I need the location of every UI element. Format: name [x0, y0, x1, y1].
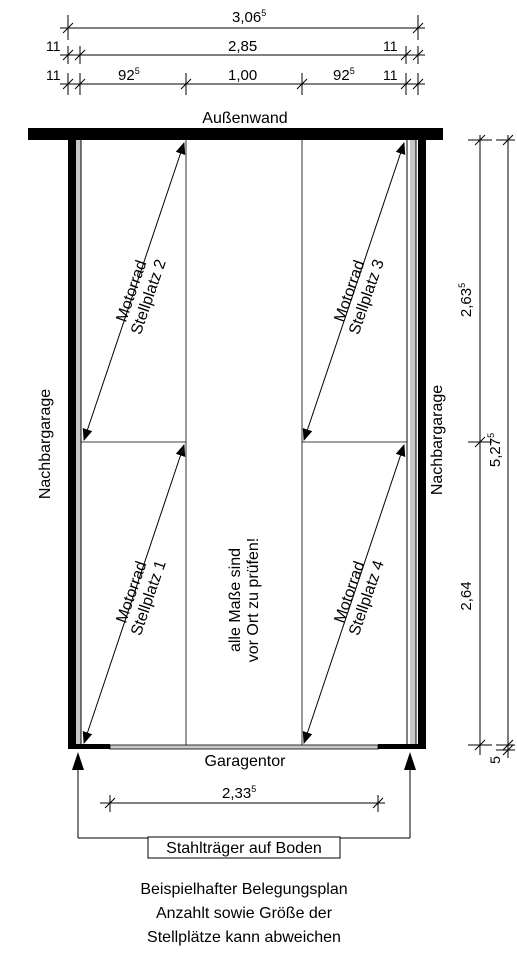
left-wall: [68, 140, 82, 748]
label-garage-gate: Garagentor: [205, 753, 287, 770]
dim-aisle: 1,00: [228, 67, 257, 84]
space-4-arrow: [302, 444, 406, 744]
dim-beam-span: 2,335: [222, 784, 256, 802]
space-label-3: Motorrad Stellplatz 3: [332, 257, 388, 337]
dim-bay-right: 925: [333, 66, 355, 84]
steel-beam: [77, 770, 411, 839]
dim-inner-width: 2,85: [228, 38, 257, 55]
space-label-2: Motorrad Stellplatz 2: [114, 257, 170, 337]
dim-length-lower: 2,64: [458, 581, 475, 610]
dim-wall-right: 11: [383, 38, 398, 54]
dim-gate-offset: 5: [487, 756, 503, 764]
notice-measurements: alle Maße sind vor Ort zu prüfen!: [227, 538, 262, 663]
right-dimension-chains: [468, 134, 515, 758]
right-wall: [406, 140, 426, 748]
dim-length-total: 5,275: [486, 433, 504, 467]
dim-length-upper: 2,635: [457, 283, 475, 317]
caption-line-1: Beispielhafter Belegungsplan: [140, 881, 347, 898]
dim-bay-left: 925: [118, 66, 140, 84]
garage-gate: [68, 744, 426, 750]
label-steel-beam: Stahlträger auf Boden: [166, 840, 322, 857]
space-3-arrow: [302, 142, 406, 441]
beam-label-box: [147, 836, 341, 859]
interior-lines: [81, 140, 407, 745]
caption-line-2: Anzahlt sowie Größe der: [156, 905, 333, 922]
label-neighbor-left: Nachbargarage: [37, 389, 54, 499]
svg-text:alle Maße sind: alle Maße sind: [227, 548, 244, 652]
label-neighbor-right: Nachbargarage: [429, 385, 446, 495]
space-label-4: Motorrad Stellplatz 4: [332, 558, 388, 638]
dim-overall-width: 3,065: [232, 8, 266, 26]
space-1-arrow: [82, 444, 186, 744]
space-arrows: [82, 142, 406, 744]
top-dimension-chains: [60, 15, 425, 95]
space-2-arrow: [82, 142, 186, 441]
svg-text:vor Ort zu prüfen!: vor Ort zu prüfen!: [245, 538, 262, 663]
label-outer-wall: Außenwand: [202, 110, 287, 127]
caption-line-3: Stellplätze kann abweichen: [147, 929, 341, 946]
outer-wall: [28, 128, 443, 140]
dim-wall-left-2: 11: [46, 67, 61, 83]
dim-wall-left: 11: [46, 38, 61, 54]
beam-arrows: [72, 752, 416, 770]
space-label-1: Motorrad Stellplatz 1: [114, 558, 170, 638]
dim-wall-right-2: 11: [383, 67, 398, 83]
